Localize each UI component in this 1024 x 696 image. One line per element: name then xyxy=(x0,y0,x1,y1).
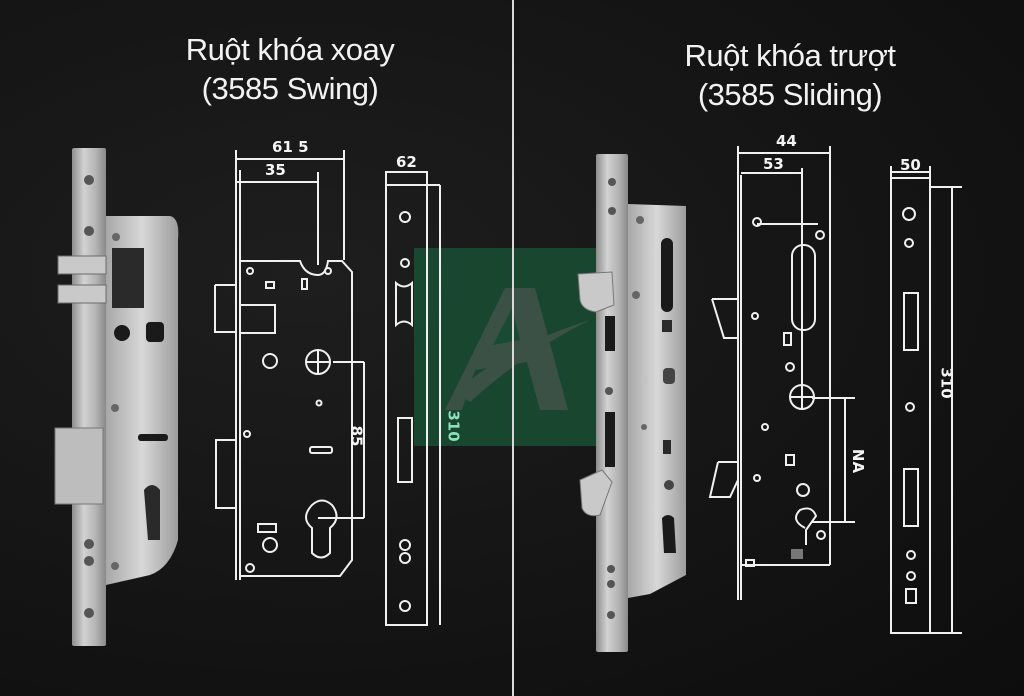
swing-title-line1: Ruột khóa xoay xyxy=(185,32,395,67)
swing-faceplate-length-label: 310 xyxy=(444,410,463,442)
brand-logo-icon xyxy=(445,288,590,410)
sliding-backset-label: 53 xyxy=(763,155,784,173)
sliding-faceplate-width-label: 50 xyxy=(900,156,921,174)
sliding-title: Ruột khóa trượt (3585 Sliding) xyxy=(650,36,930,114)
swing-overall-width-label: 61 5 xyxy=(272,138,309,156)
swing-title-line2: (3585 Swing) xyxy=(201,71,379,106)
swing-center-distance-label: 85 xyxy=(347,425,366,447)
swing-lock-photo xyxy=(54,148,179,646)
sliding-faceplate-length-label: 310 xyxy=(937,367,956,399)
sliding-center-distance-label: NA xyxy=(849,448,868,474)
sliding-title-line2: (3585 Sliding) xyxy=(697,77,883,112)
swing-faceplate-width-label: 62 xyxy=(396,153,417,171)
swing-backset-label: 35 xyxy=(265,161,286,179)
sliding-overall-width-label: 44 xyxy=(776,132,797,150)
sliding-title-line1: Ruột khóa trượt xyxy=(684,38,896,73)
sliding-lock-photo xyxy=(577,154,686,652)
sliding-technical-drawing xyxy=(708,146,962,634)
swing-technical-drawing xyxy=(214,150,441,626)
panel-divider xyxy=(512,0,514,696)
swing-title: Ruột khóa xoay (3585 Swing) xyxy=(150,30,430,108)
